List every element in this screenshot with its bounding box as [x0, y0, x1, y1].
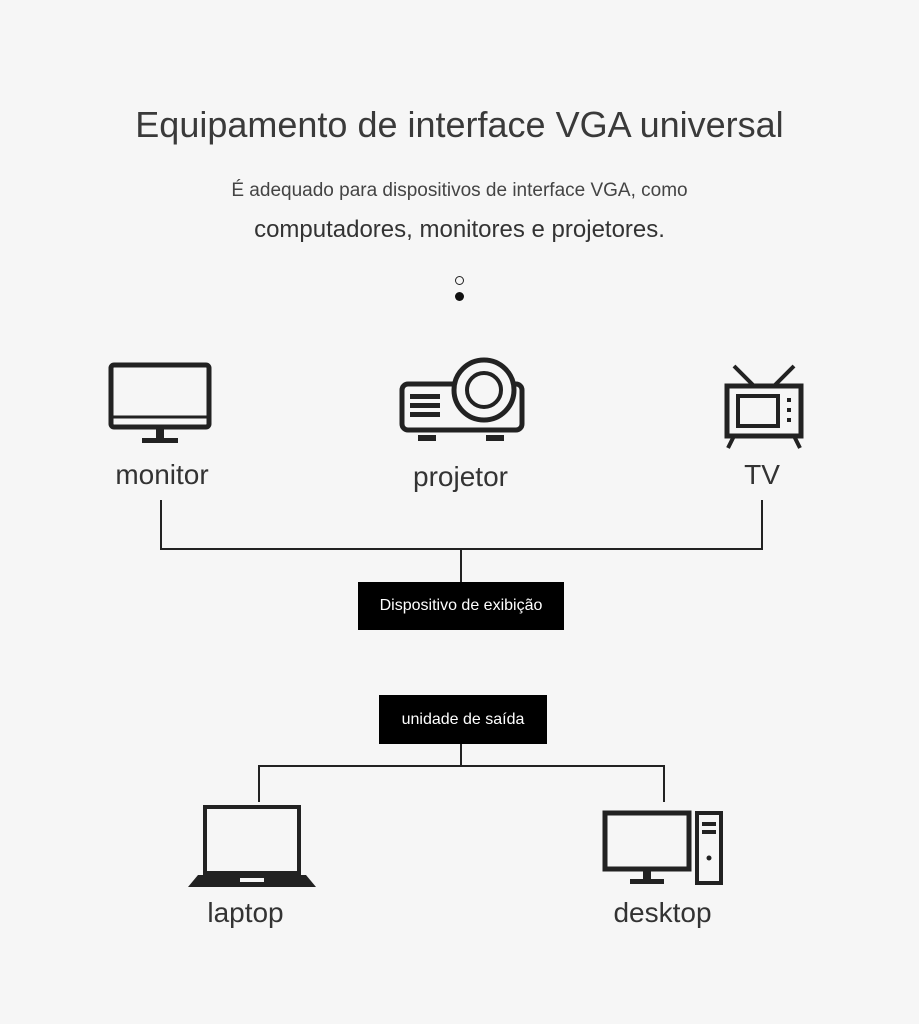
monitor-label: monitor	[115, 459, 209, 490]
pagination-dot-active[interactable]	[455, 292, 464, 301]
projector-label: projetor	[413, 461, 508, 492]
tv-icon	[724, 364, 804, 449]
subtitle-line-2: computadores, monitores e projetores.	[254, 216, 665, 243]
display-device-box: Dispositivo de exibição	[358, 582, 564, 630]
desktop-icon	[602, 810, 723, 885]
laptop-label: laptop	[207, 897, 284, 928]
pagination-dot-inactive[interactable]	[455, 276, 464, 285]
page-title: Equipamento de interface VGA universal	[135, 104, 784, 145]
monitor-icon	[108, 362, 212, 443]
laptop-icon	[188, 805, 316, 887]
output-unit-box: unidade de saída	[379, 695, 547, 744]
subtitle-line-1: É adequado para dispositivos de interfac…	[231, 180, 688, 201]
desktop-label: desktop	[613, 897, 712, 928]
tv-label: TV	[744, 459, 780, 490]
projector-icon	[399, 357, 525, 441]
